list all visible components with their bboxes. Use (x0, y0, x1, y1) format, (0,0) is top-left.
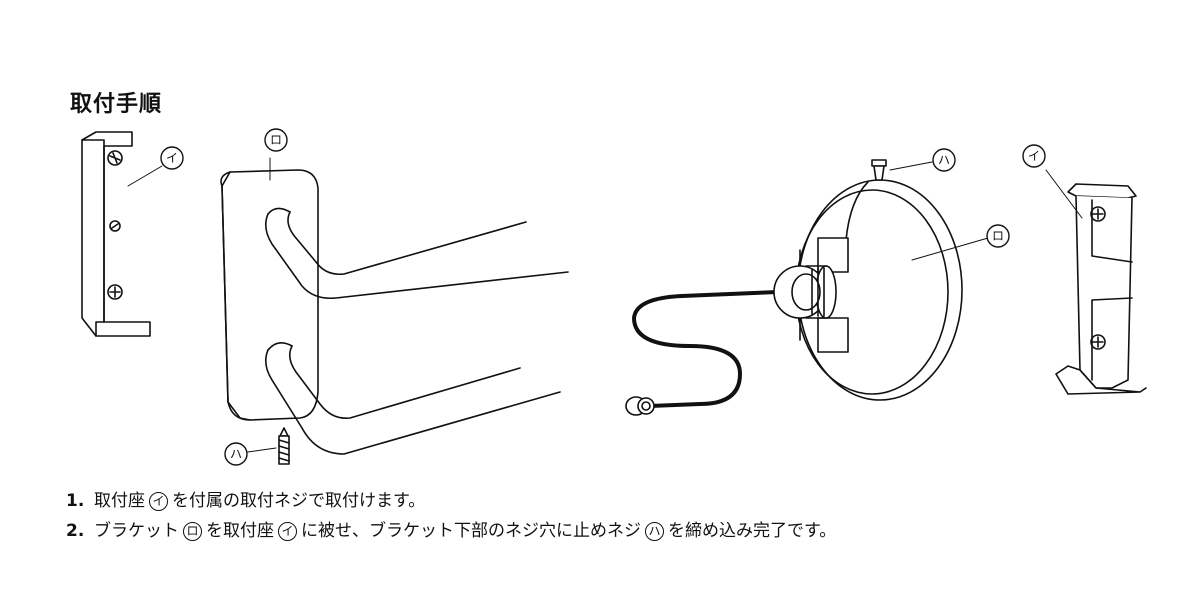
round-bracket (773, 159, 989, 401)
label-ha-top (932, 148, 956, 172)
label-i-left (160, 146, 184, 170)
step-1: 1. 取付座 イ を付属の取付ネジで取付けます。 (66, 486, 836, 516)
instruction-steps: 1. 取付座 イ を付属の取付ネジで取付けます。 2. ブラケット ロ を取付座… (66, 486, 836, 546)
step-text: を締め込み完了です。 (668, 521, 837, 541)
label-ro-bracket (264, 128, 288, 152)
step-text: を付属の取付ネジで取付けます。 (172, 491, 426, 511)
page-title: 取付手順 (70, 92, 163, 117)
label-ro-round-text: ロ (992, 229, 1004, 243)
label-ha-screw-left (224, 442, 248, 466)
label-ha-mark: ハ (645, 521, 664, 541)
label-ha-left-text: ハ (230, 447, 242, 461)
label-ro-mark: ロ (183, 521, 202, 541)
step-text: を取付座 (206, 521, 274, 541)
label-i-right-text: イ (1028, 149, 1040, 163)
label-i-mark: イ (278, 521, 297, 541)
step-number: 2. (66, 521, 85, 541)
step-number: 1. (66, 491, 85, 511)
step-text: ブラケット (94, 521, 179, 541)
label-i-mark: イ (149, 491, 168, 511)
step-text: 取付座 (94, 491, 145, 511)
label-ro-bracket-text: ロ (270, 133, 282, 147)
cable-key (625, 290, 780, 416)
label-ha-top-text: ハ (938, 153, 950, 167)
step-text: に被せ、ブラケット下部のネジ穴に止めネジ (301, 521, 641, 541)
bracket-with-rail (220, 157, 569, 455)
step-2: 2. ブラケット ロ を取付座 イ に被せ、ブラケット下部のネジ穴に止めネジ ハ… (66, 516, 836, 546)
set-screw-left (247, 427, 290, 465)
mounting-plate-right (1045, 169, 1147, 395)
label-i-right (1022, 144, 1046, 168)
label-ro-round (986, 224, 1010, 248)
label-i-left-text: イ (166, 151, 178, 165)
installation-diagram: イ ロ ハ ハ ロ イ (81, 128, 1147, 466)
mounting-plate-left (81, 131, 163, 337)
